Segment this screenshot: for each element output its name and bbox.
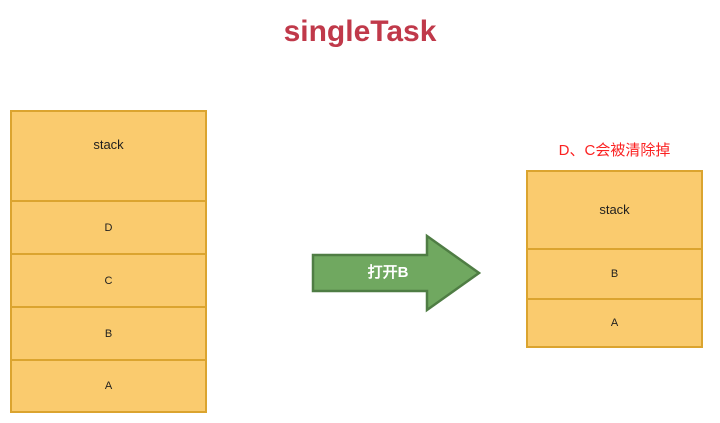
before-stack-cell-b-label: B bbox=[104, 327, 113, 340]
before-stack-cell-d-label: D bbox=[104, 221, 113, 234]
after-stack: stack B A bbox=[526, 170, 703, 348]
transition-arrow: 打开B bbox=[311, 233, 481, 313]
right-arrow-icon bbox=[311, 233, 481, 313]
after-stack-cell-b: B bbox=[528, 250, 701, 300]
after-stack-annotation: D、C会被清除掉 bbox=[558, 142, 671, 159]
before-stack: stack D C B A bbox=[10, 110, 207, 413]
after-stack-header: stack bbox=[528, 172, 701, 250]
before-stack-cell-c: C bbox=[12, 255, 205, 308]
before-stack-cell-a-label: A bbox=[104, 380, 113, 392]
before-stack-header: stack bbox=[12, 112, 205, 202]
after-stack-cell-a: A bbox=[528, 300, 701, 346]
before-stack-cell-c-label: C bbox=[104, 274, 113, 287]
after-stack-cell-a-label: A bbox=[610, 317, 619, 329]
before-stack-cell-d: D bbox=[12, 202, 205, 255]
after-stack-header-label: stack bbox=[599, 202, 630, 217]
after-stack-cell-b-label: B bbox=[610, 268, 619, 280]
before-stack-cell-b: B bbox=[12, 308, 205, 361]
before-stack-cell-a: A bbox=[12, 361, 205, 411]
page-title: singleTask bbox=[283, 15, 437, 48]
before-stack-header-label: stack bbox=[93, 137, 124, 152]
